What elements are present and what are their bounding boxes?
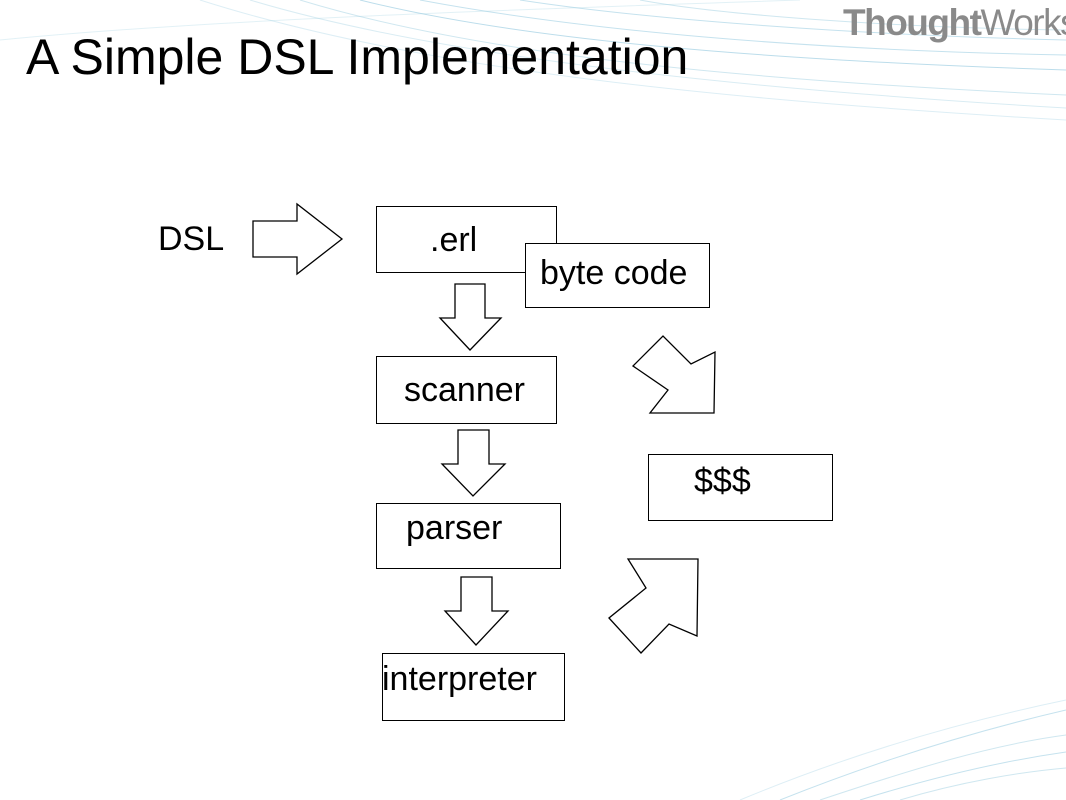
erl-label: .erl <box>430 221 478 259</box>
money-label: $$$ <box>694 462 751 500</box>
arrow-down-right-icon <box>631 335 716 414</box>
byte-code-box <box>525 243 710 308</box>
parser-box <box>376 503 561 569</box>
arrow-down-icon <box>440 429 507 497</box>
money-box <box>648 454 833 521</box>
scanner-label: scanner <box>404 371 525 409</box>
arrow-down-icon <box>443 576 510 646</box>
parser-label: parser <box>406 509 503 547</box>
arrow-right-icon <box>252 202 344 276</box>
slide-title: A Simple DSL Implementation <box>26 29 689 85</box>
arrow-up-right-icon <box>608 558 699 654</box>
dsl-label: DSL <box>158 220 225 258</box>
arrow-down-icon <box>438 283 503 351</box>
interpreter-box <box>382 653 565 721</box>
byte-code-label: byte code <box>540 254 688 292</box>
scanner-box <box>376 356 557 424</box>
interpreter-label: interpreter <box>382 660 537 698</box>
thoughtworks-logo: ThoughtWorks® <box>843 2 1066 43</box>
